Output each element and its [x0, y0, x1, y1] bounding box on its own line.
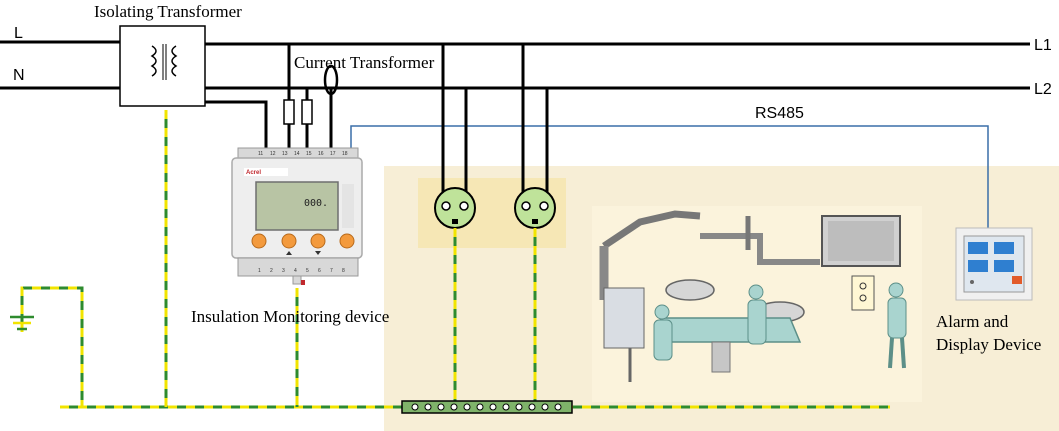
- top-terminal-3: 13: [282, 151, 288, 157]
- outlet-2: [514, 187, 556, 229]
- top-terminal-7: 17: [330, 151, 336, 157]
- device-brand: Acrel: [246, 170, 261, 176]
- current-transformer: [323, 64, 339, 96]
- surgeon-figure-3: [887, 282, 907, 369]
- insulation-monitoring-device: Acrel 000. 11 12 13 14 15 16 17 18 1 2 3…: [231, 147, 363, 285]
- surgeon-figure-1: [653, 304, 673, 361]
- button-3: [310, 233, 326, 249]
- top-terminal-1: 11: [258, 151, 263, 157]
- button-2: [281, 233, 297, 249]
- top-terminal-2: 12: [270, 151, 276, 157]
- fuse-2: [301, 99, 313, 125]
- earth-symbol-icon: [10, 315, 34, 331]
- lcd-reading: 000.: [304, 198, 328, 209]
- ground-busbar: [401, 400, 573, 414]
- top-terminal-5: 15: [306, 151, 312, 157]
- label-line-l2: L2: [1034, 81, 1052, 98]
- label-current-transformer: Current Transformer: [294, 53, 435, 72]
- isolating-transformer: [119, 25, 206, 107]
- bottom-terminal-8: 8: [342, 268, 345, 274]
- top-terminal-6: 16: [318, 151, 324, 157]
- surgeon-figure-2: [747, 284, 767, 345]
- label-line-l: L: [14, 25, 23, 42]
- operating-room-illustration: [599, 210, 907, 382]
- button-1: [251, 233, 267, 249]
- label-alarm-line1: Alarm and: [936, 312, 1009, 331]
- bottom-terminal-5: 5: [306, 268, 309, 274]
- bottom-terminal-4: 4: [294, 268, 297, 274]
- bottom-terminal-6: 6: [318, 268, 321, 274]
- wire-n-to-terminal: [205, 100, 268, 150]
- rs485-wire: [350, 125, 989, 238]
- bottom-terminal-2: 2: [270, 268, 273, 274]
- label-alarm-line2: Display Device: [936, 335, 1041, 354]
- bottom-terminal-3: 3: [282, 268, 285, 274]
- label-insulation-monitor: Insulation Monitoring device: [191, 307, 389, 326]
- top-terminal-4: 14: [294, 151, 300, 157]
- label-rs485: RS485: [755, 105, 804, 122]
- outlet-1: [434, 187, 476, 229]
- bottom-terminal-7: 7: [330, 268, 333, 274]
- fuse-1: [283, 99, 295, 125]
- bottom-terminal-1: 1: [258, 268, 261, 274]
- up-arrow-icon: [286, 251, 292, 255]
- label-line-l1: L1: [1034, 37, 1052, 54]
- top-terminal-8: 18: [342, 151, 348, 157]
- button-4: [339, 233, 355, 249]
- down-arrow-icon: [315, 251, 321, 255]
- alarm-display-device: [955, 227, 1033, 301]
- label-line-n: N: [13, 67, 25, 84]
- label-isolating-transformer: Isolating Transformer: [94, 2, 242, 21]
